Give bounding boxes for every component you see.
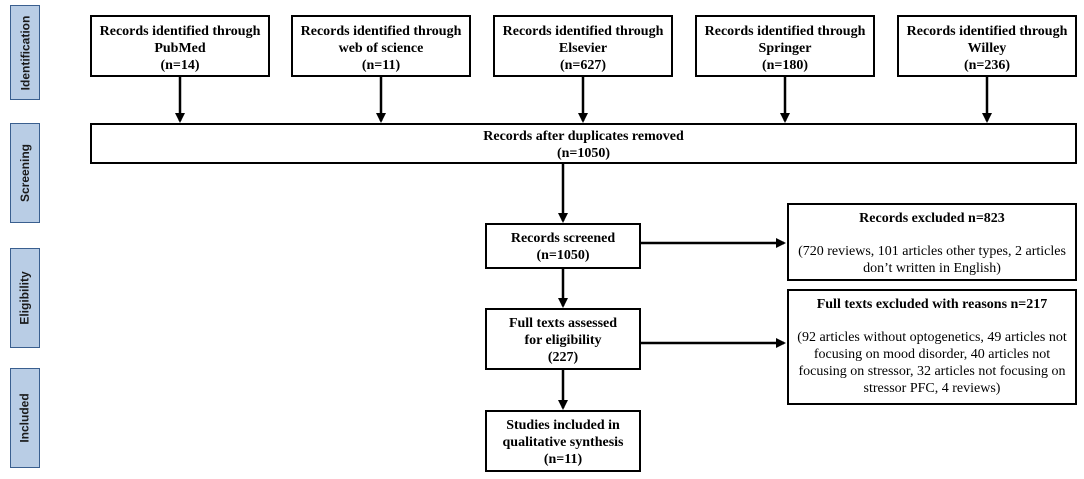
source-name: Elsevier — [558, 41, 608, 56]
source-count: (n=180) — [761, 58, 809, 73]
fulltext-line2: for eligibility — [524, 333, 602, 348]
fulltext-count: (227) — [547, 350, 579, 365]
source-name: web of science — [338, 41, 424, 56]
source-box-web-of-science: Records identified through web of scienc… — [291, 15, 471, 77]
stage-screening: Screening — [10, 123, 40, 223]
included-count: (n=11) — [543, 452, 583, 467]
studies-included-box: Studies included in qualitative synthesi… — [485, 410, 641, 472]
stage-eligibility: Eligibility — [10, 248, 40, 348]
duplicates-count: (n=1050) — [556, 146, 611, 161]
source-label: Records identified through — [300, 24, 462, 39]
source-box-elsevier: Records identified through Elsevier (n=6… — [493, 15, 673, 77]
source-box-springer: Records identified through Springer (n=1… — [695, 15, 875, 77]
source-label: Records identified through — [906, 24, 1068, 39]
fulltext-excluded-box: Full texts excluded with reasons n=217 (… — [787, 289, 1077, 405]
fulltext-excluded-title: Full texts excluded with reasons n=217 — [816, 297, 1048, 312]
records-excluded-box: Records excluded n=823 (720 reviews, 101… — [787, 203, 1077, 281]
source-count: (n=627) — [559, 58, 607, 73]
fulltext-line1: Full texts assessed — [508, 316, 618, 331]
source-box-willey: Records identified through Willey (n=236… — [897, 15, 1077, 77]
records-screened-box: Records screened (n=1050) — [485, 223, 641, 269]
excluded-detail: (720 reviews, 101 articles other types, … — [798, 244, 1066, 276]
source-label: Records identified through — [704, 24, 866, 39]
fulltext-excluded-detail: (92 articles without optogenetics, 49 ar… — [797, 330, 1067, 396]
screened-label: Records screened — [510, 231, 616, 246]
duplicates-removed-box: Records after duplicates removed (n=1050… — [90, 123, 1077, 164]
source-count: (n=236) — [963, 58, 1011, 73]
source-name: Springer — [758, 41, 812, 56]
included-line1: Studies included in — [506, 418, 620, 433]
source-count: (n=14) — [160, 58, 200, 73]
stage-included: Included — [10, 368, 40, 468]
source-name: PubMed — [154, 41, 206, 56]
stage-identification: Identification — [10, 5, 40, 100]
fulltext-assessed-box: Full texts assessed for eligibility (227… — [485, 308, 641, 370]
source-label: Records identified through — [99, 24, 261, 39]
source-count: (n=11) — [361, 58, 401, 73]
duplicates-label: Records after duplicates removed — [483, 129, 684, 144]
included-line2: qualitative synthesis — [502, 435, 624, 450]
source-label: Records identified through — [502, 24, 664, 39]
screened-count: (n=1050) — [536, 248, 590, 263]
source-box-pubmed: Records identified through PubMed (n=14) — [90, 15, 270, 77]
source-name: Willey — [967, 41, 1007, 56]
excluded-title: Records excluded n=823 — [859, 211, 1005, 226]
